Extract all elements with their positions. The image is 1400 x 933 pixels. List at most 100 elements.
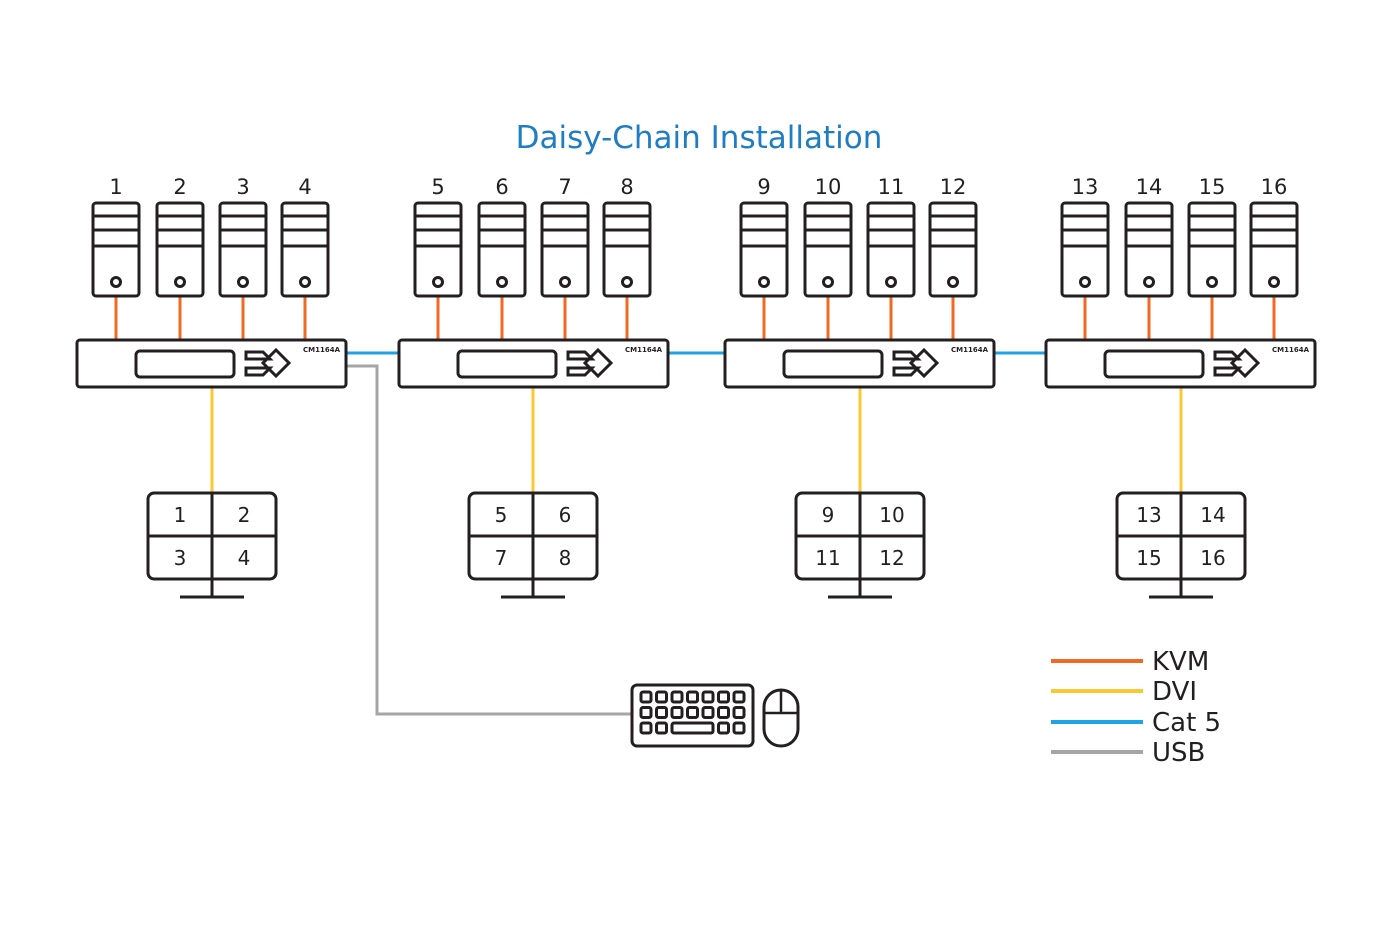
power-button-icon — [237, 276, 249, 288]
computer-label: 5 — [431, 175, 444, 199]
keyboard-key — [639, 721, 653, 735]
tower-body — [413, 201, 463, 298]
computer-tower: 16 — [1249, 175, 1299, 298]
logo-bar-icon — [244, 366, 274, 377]
logo-diamond-icon — [260, 347, 292, 379]
monitor-quadrant-label: 4 — [238, 546, 251, 570]
monitor-quadrant-label: 6 — [559, 503, 572, 527]
legend-item: KVM — [1051, 647, 1209, 677]
computer-label: 2 — [173, 175, 186, 199]
keyboard-key — [717, 690, 730, 704]
logo-diamond-icon — [1229, 347, 1261, 379]
mouse-icon — [762, 688, 800, 748]
computer-tower: 2 — [155, 175, 205, 298]
kvm-switch: CM1164A — [397, 338, 670, 389]
computer-tower: 11 — [866, 175, 916, 298]
monitor-quadrant-label: 11 — [815, 546, 840, 570]
power-button-icon — [1206, 276, 1218, 288]
power-button-icon — [496, 276, 508, 288]
keyboard-key — [732, 721, 746, 735]
monitor-quadrant-label: 1 — [174, 503, 187, 527]
computer-label: 1 — [109, 175, 122, 199]
keyboard-key — [639, 706, 653, 719]
monitor-quadrant-label: 14 — [1200, 503, 1225, 527]
logo-bar-icon — [1213, 350, 1243, 361]
switch-model-label: CM1164A — [1272, 346, 1310, 354]
tower-body — [1124, 201, 1174, 298]
power-button-icon — [1079, 276, 1091, 288]
cables — [114, 296, 1276, 716]
switch-chassis — [75, 338, 348, 389]
legend-label: KVM — [1152, 647, 1209, 677]
monitor: 1 2 3 4 — [146, 491, 278, 599]
monitor-quadrant-label: 2 — [238, 503, 251, 527]
tower-body — [280, 201, 330, 298]
power-button-icon — [432, 276, 444, 288]
keyboard-key — [686, 706, 699, 719]
tower-body — [218, 201, 268, 298]
switch-chassis — [723, 338, 996, 389]
computer-tower: 10 — [803, 175, 853, 298]
kvm-switch: CM1164A — [1044, 338, 1317, 389]
tower-body — [477, 201, 527, 298]
logo-bar-icon — [892, 366, 922, 377]
keyboard-body — [630, 683, 755, 748]
power-button-icon — [1143, 276, 1155, 288]
logo-bar-icon — [1213, 366, 1243, 377]
switch-chassis — [1044, 338, 1317, 389]
computer-tower: 12 — [928, 175, 978, 298]
keyboard-key — [732, 706, 746, 719]
monitor-quadrant-label: 3 — [174, 546, 187, 570]
tower-body — [540, 201, 590, 298]
computer-label: 8 — [620, 175, 633, 199]
keyboard-icon — [630, 683, 755, 748]
kvm-switch: CM1164A — [723, 338, 996, 389]
tower-body — [1249, 201, 1299, 298]
computer-label: 14 — [1136, 175, 1163, 199]
switch-model-label: CM1164A — [625, 346, 663, 354]
computer-tower: 5 — [413, 175, 463, 298]
keyboard-key — [717, 721, 730, 735]
keyboard-key — [686, 690, 699, 704]
power-button-icon — [758, 276, 770, 288]
computer-tower: 3 — [218, 175, 268, 298]
computer-tower: 13 — [1060, 175, 1110, 298]
power-button-icon — [822, 276, 834, 288]
legend-label: Cat 5 — [1152, 708, 1221, 738]
tower-body — [1060, 201, 1110, 298]
lcd-display — [456, 349, 558, 379]
computer-tower: 7 — [540, 175, 590, 298]
diagram-title: Daisy-Chain Installation — [516, 120, 883, 156]
power-button-icon — [947, 276, 959, 288]
keyboard-key — [655, 706, 668, 719]
keyboard-key — [670, 690, 684, 704]
logo-bar-icon — [566, 366, 596, 377]
monitor-quadrant-label: 5 — [495, 503, 508, 527]
tower-body — [739, 201, 789, 298]
monitor-quadrant-label: 15 — [1136, 546, 1161, 570]
tower-body — [1187, 201, 1237, 298]
computer-tower: 8 — [602, 175, 652, 298]
power-button-icon — [885, 276, 897, 288]
power-button-icon — [559, 276, 571, 288]
computer-label: 9 — [757, 175, 770, 199]
keyboard-spacebar — [670, 721, 715, 735]
tower-body — [928, 201, 978, 298]
computer-label: 7 — [558, 175, 571, 199]
switch-chassis — [397, 338, 670, 389]
tower-body — [91, 201, 141, 298]
monitor-quadrant-label: 9 — [822, 503, 835, 527]
switch-model-label: CM1164A — [951, 346, 989, 354]
computer-label: 16 — [1261, 175, 1288, 199]
keyboard-key — [732, 690, 746, 704]
computer-tower: 1 — [91, 175, 141, 298]
computer-label: 3 — [236, 175, 249, 199]
computer-tower: 15 — [1187, 175, 1237, 298]
